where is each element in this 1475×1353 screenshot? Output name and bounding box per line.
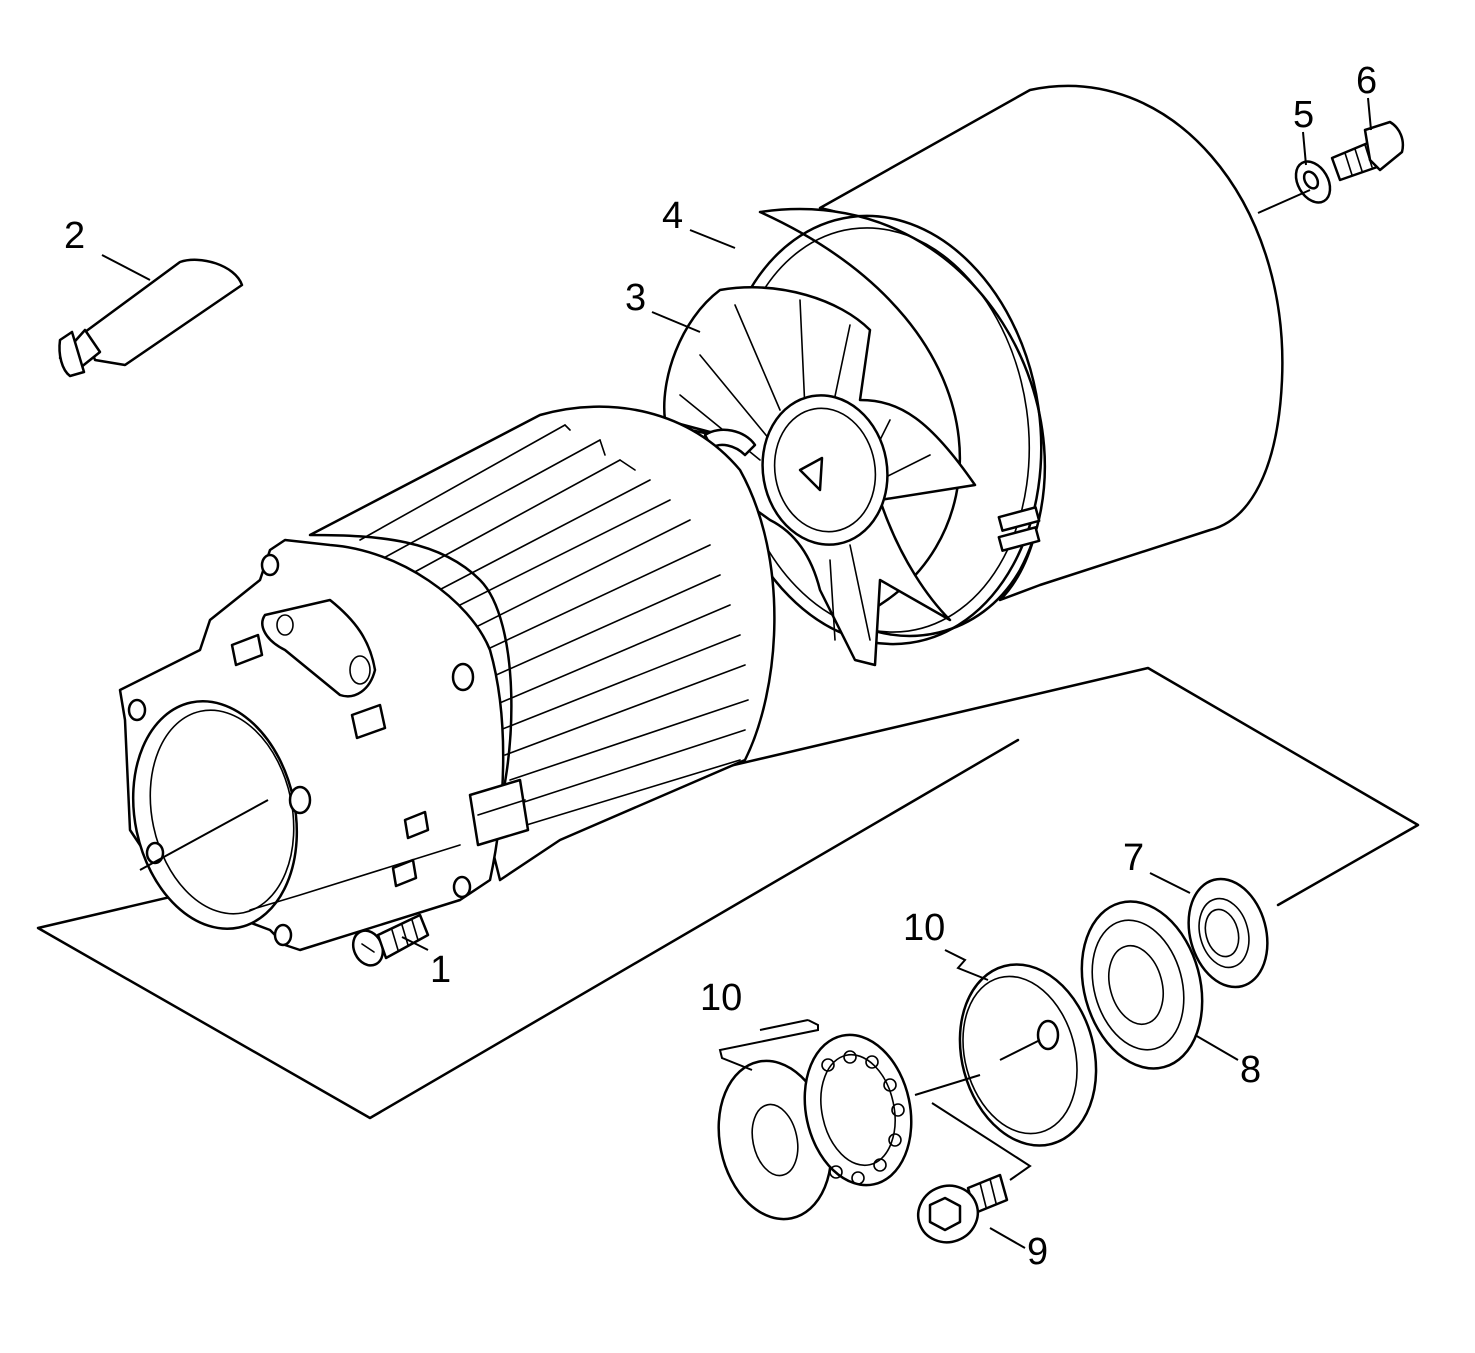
callout-8: 8 (1240, 1049, 1261, 1091)
callout-6: 6 (1356, 60, 1377, 102)
motor-body (308, 405, 776, 882)
grease-tube-part-2 (58, 258, 244, 378)
axis-line (139, 799, 269, 871)
bolt-part-6 (1330, 120, 1405, 182)
callout-1: 1 (430, 949, 451, 991)
flange-bolt-part-9 (916, 1173, 1009, 1244)
seal-part-7 (1187, 877, 1269, 989)
callout-5: 5 (1293, 94, 1314, 136)
callout-10-lower: 10 (700, 977, 742, 1019)
washer-part-5 (1294, 160, 1332, 204)
callout-2: 2 (64, 215, 85, 257)
fan (663, 286, 977, 667)
callout-3: 3 (625, 277, 646, 319)
callout-9: 9 (1027, 1231, 1048, 1273)
callout-7: 7 (1123, 837, 1144, 879)
ball-cage-part-10 (803, 1033, 913, 1187)
cup-part-10 (958, 963, 1098, 1147)
callout-10-upper: 10 (903, 907, 945, 949)
bearing-part-8 (1080, 900, 1204, 1070)
callout-4: 4 (662, 195, 683, 237)
leader-lines (101, 97, 1372, 1249)
motor-flange (118, 538, 530, 952)
